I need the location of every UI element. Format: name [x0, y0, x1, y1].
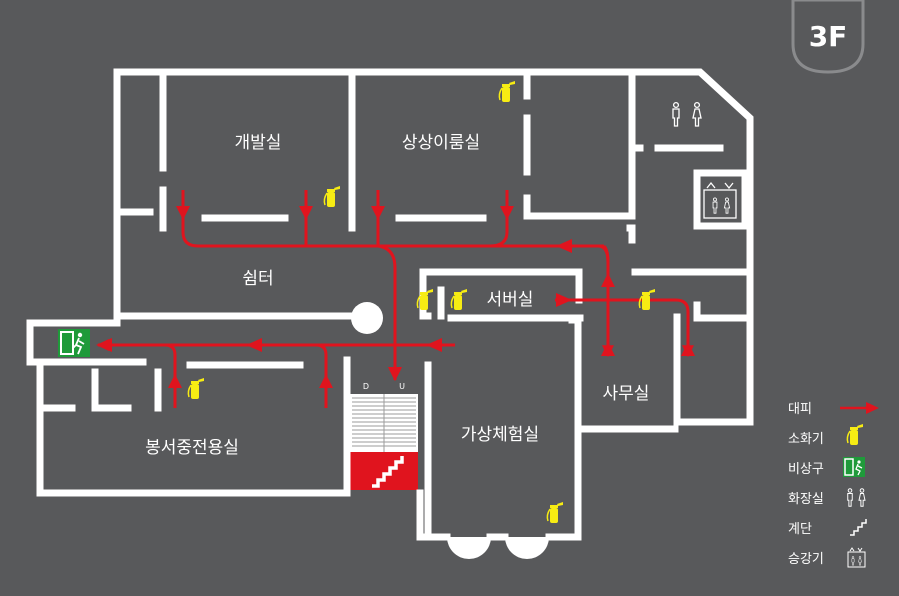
evacuation-routes — [96, 190, 694, 408]
room-label-imagination: 상상이룸실 — [402, 133, 480, 153]
fire-extinguisher-icon — [846, 423, 864, 446]
route-arrowheads — [96, 206, 695, 388]
stairwell: D U — [350, 382, 418, 490]
fire-extinguisher-icon — [546, 501, 564, 524]
elevator-icon — [847, 547, 866, 568]
walls — [26, 68, 754, 541]
column — [351, 302, 383, 334]
room-label-office: 사무실 — [603, 384, 650, 404]
floor-label: 3F — [809, 20, 848, 53]
stair-up-mark: U — [399, 382, 405, 391]
emergency-exit-icon — [843, 457, 865, 477]
fire-extinguisher-icon — [323, 185, 341, 208]
restroom-icon — [672, 101, 702, 127]
legend-label-extinguisher: 소화기 — [788, 432, 824, 447]
restroom-icon — [847, 488, 866, 507]
room-label-volunteer: 봉서중전용실 — [145, 438, 239, 458]
emergency-exit-icon — [58, 329, 90, 357]
legend-label-exit: 비상구 — [788, 462, 824, 477]
stair-down-mark: D — [363, 382, 369, 391]
legend-label-restroom: 화장실 — [788, 492, 824, 507]
floor-badge: 3F — [791, 0, 865, 74]
vr-room-doors — [447, 537, 549, 559]
fire-extinguisher-icon — [450, 288, 468, 311]
stairs-icon — [850, 519, 867, 536]
room-label-dev: 개발실 — [235, 133, 282, 153]
legend-label-stairs: 계단 — [788, 522, 812, 537]
legend-label-evacuation: 대피 — [788, 402, 812, 417]
fire-extinguisher-icon — [187, 377, 205, 400]
fire-extinguisher-icon — [498, 80, 516, 103]
room-label-server: 서버실 — [487, 290, 534, 310]
legend-label-elevator: 승강기 — [788, 552, 824, 567]
legend: 대피 소화기 비상구 화장실 계단 승강기 — [788, 402, 879, 568]
elevator-icon — [703, 181, 737, 219]
room-label-vr: 가상체험실 — [461, 425, 539, 445]
room-label-rest: 쉼터 — [242, 269, 273, 289]
evacuation-arrow-icon — [840, 402, 879, 414]
